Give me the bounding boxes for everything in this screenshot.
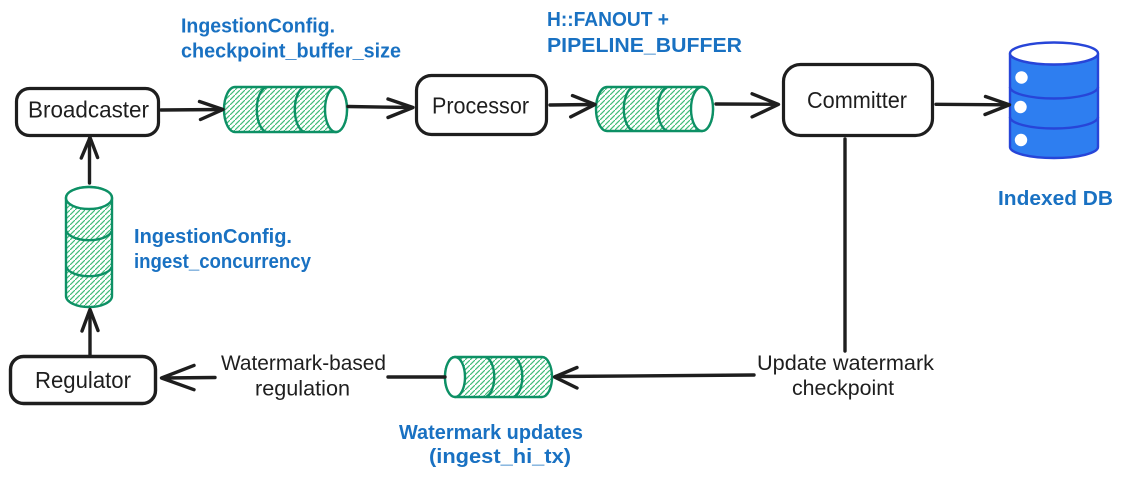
svg-text:Watermark updates: Watermark updates (399, 422, 583, 444)
svg-text:IngestionConfig.: IngestionConfig. (181, 16, 335, 38)
svg-text:checkpoint: checkpoint (792, 377, 894, 400)
svg-text:checkpoint_buffer_size: checkpoint_buffer_size (181, 41, 401, 63)
svg-text:Processor: Processor (432, 93, 529, 119)
svg-text:Regulator: Regulator (35, 367, 131, 393)
svg-text:Committer: Committer (807, 87, 907, 113)
svg-text:Watermark-based: Watermark-based (221, 352, 386, 375)
svg-text:(ingest_hi_tx): (ingest_hi_tx) (429, 446, 571, 468)
svg-text:ingest_concurrency: ingest_concurrency (134, 251, 312, 273)
svg-text:PIPELINE_BUFFER: PIPELINE_BUFFER (547, 35, 743, 57)
svg-text:Broadcaster: Broadcaster (28, 97, 149, 123)
svg-text:Update watermark: Update watermark (757, 352, 935, 375)
svg-text:IngestionConfig.: IngestionConfig. (134, 226, 292, 248)
svg-text:Indexed DB: Indexed DB (998, 188, 1113, 210)
svg-text:regulation: regulation (255, 378, 350, 401)
svg-text:H::FANOUT +: H::FANOUT + (547, 9, 669, 31)
